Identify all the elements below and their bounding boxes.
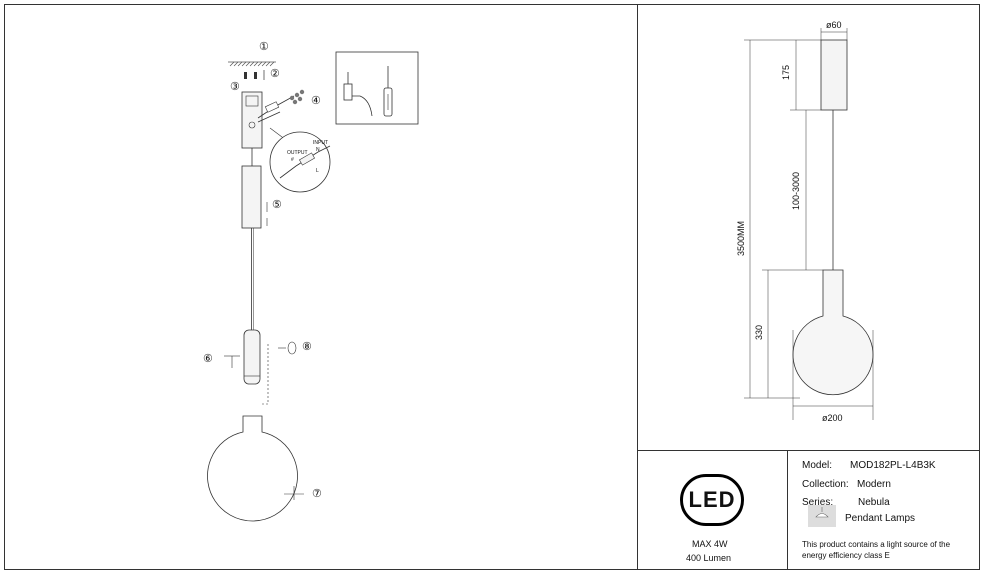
wiring-output-sub: # [291, 157, 294, 163]
pendant-lamp-icon [808, 505, 836, 527]
series-label: Series: [802, 497, 834, 508]
model-value: MOD182PL-L4B3K [850, 460, 936, 471]
sheet-divider-horizontal [637, 450, 980, 451]
dim-cable-length: 100-3000 [791, 171, 801, 210]
collection-value: Modern [857, 479, 891, 490]
series-value: Nebula [858, 497, 890, 508]
model-label: Model: [802, 460, 833, 471]
wiring-output-label: OUTPUT [287, 150, 308, 156]
led-badge-icon: LED [680, 474, 744, 526]
dim-total-height: 3500MM [736, 220, 746, 256]
drawing-sheet [4, 4, 980, 570]
wiring-input-sub2: L [316, 168, 319, 174]
shade-dim [792, 269, 874, 396]
wiring-detail-circle [269, 131, 331, 193]
power-max: MAX 4W [692, 539, 728, 549]
step-7-label: ⑦ [312, 488, 322, 500]
power-lumen: 400 Lumen [686, 553, 732, 563]
glass-shade [207, 415, 298, 522]
step-4-label: ④ [311, 95, 321, 107]
canopy-dim [820, 39, 848, 111]
collection-label: Collection: [802, 479, 849, 490]
step-8-label: ⑧ [302, 341, 312, 353]
step-5-label: ⑤ [272, 199, 282, 211]
dimension-drawing [744, 28, 874, 420]
step-1-label: ① [259, 41, 269, 53]
step-2-label: ② [270, 68, 280, 80]
sheet-divider-vertical [637, 4, 638, 570]
canopy [241, 165, 262, 229]
step-6-label: ⑥ [203, 353, 213, 365]
screw-icon [244, 72, 257, 79]
screwdriver-icon [383, 66, 393, 117]
step-3-label: ③ [230, 81, 240, 93]
wiring-input-sub: N [316, 147, 320, 153]
info-divider [787, 450, 788, 570]
energy-line-1: This product contains a light source of … [802, 540, 951, 549]
terminal-block-icon [289, 89, 305, 105]
energy-line-2: energy efficiency class E [802, 551, 890, 560]
mounting-bracket [241, 91, 263, 149]
wiring-input-label: INPUT [313, 140, 328, 146]
lamp-holder [243, 329, 261, 385]
ceiling-hatch [228, 61, 276, 67]
type-value: Pendant Lamps [845, 513, 916, 524]
dim-canopy-height: 175 [781, 64, 791, 80]
wire-connector-icon [343, 72, 373, 117]
dim-shade-height: 330 [754, 324, 764, 340]
dim-top-diameter: ø60 [826, 20, 842, 30]
dim-shade-diameter: ø200 [822, 413, 843, 423]
